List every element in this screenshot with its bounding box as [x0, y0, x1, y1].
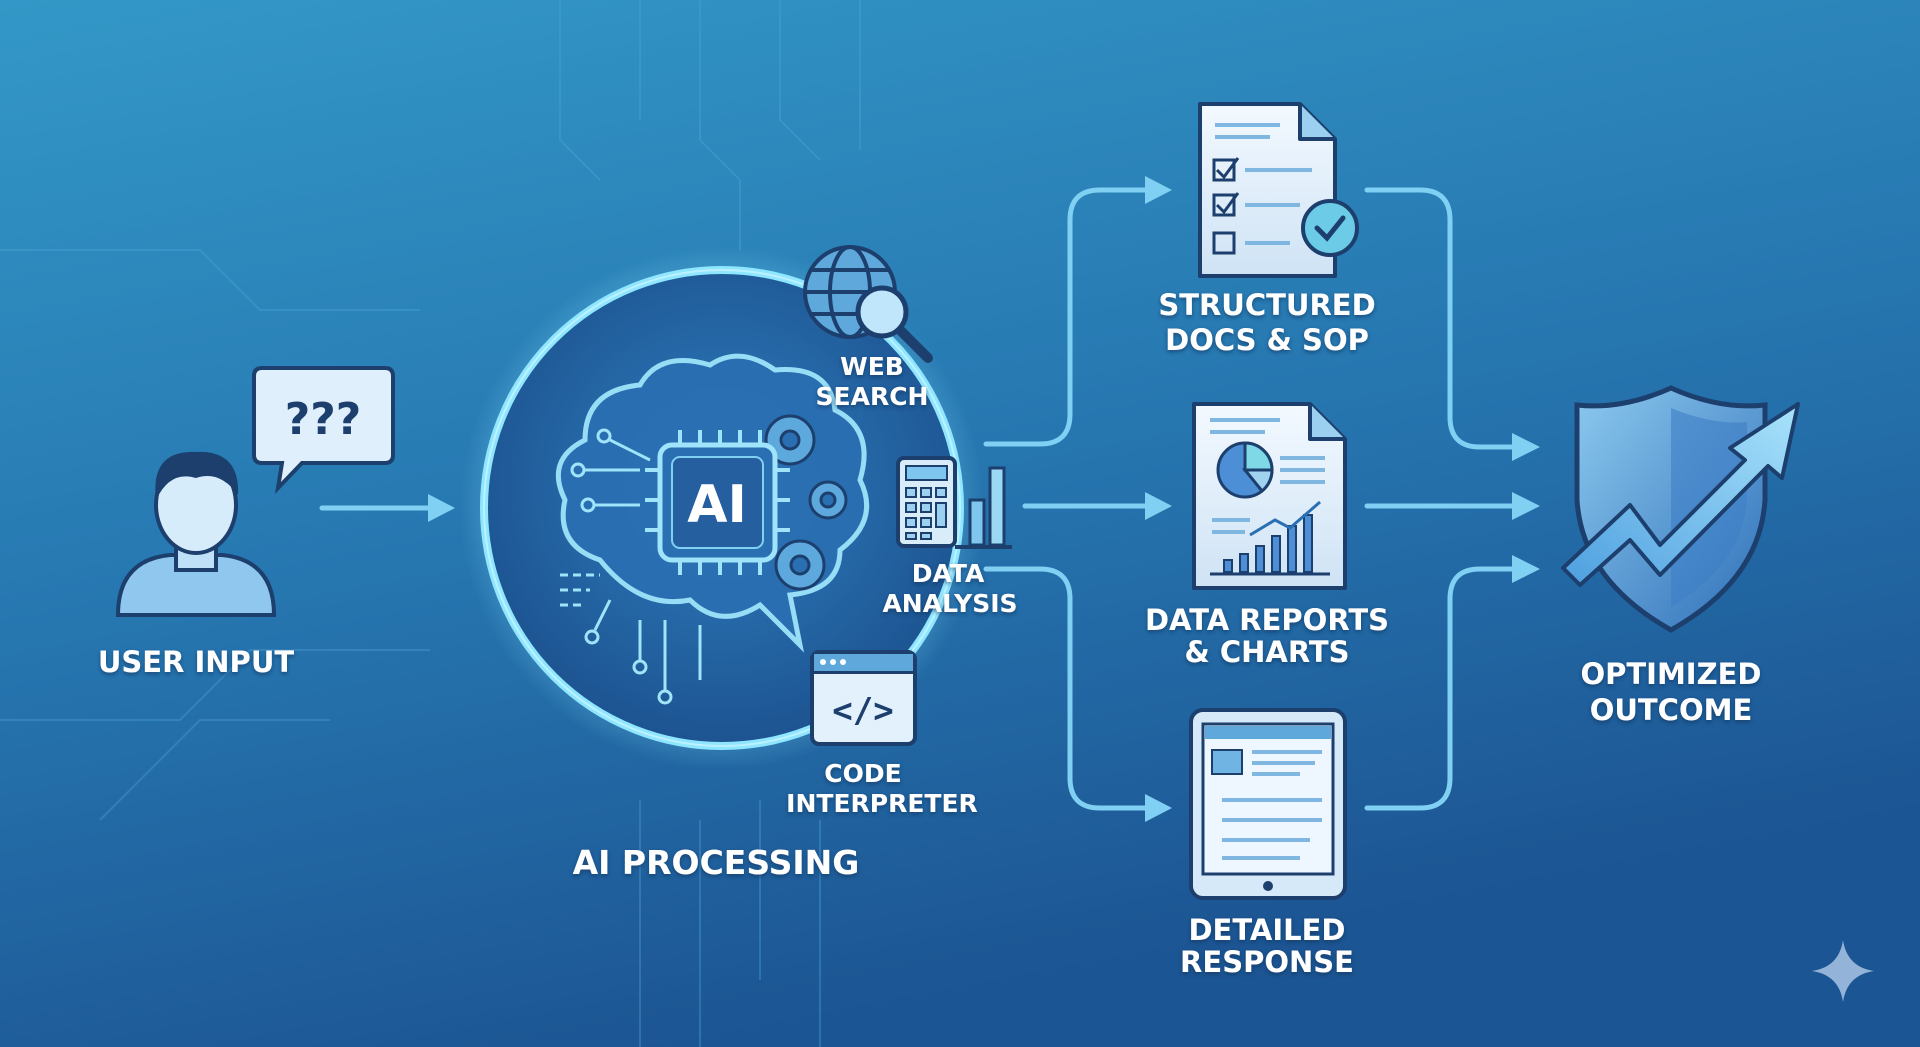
web-search-label-1: WEB	[840, 352, 904, 381]
code-window-text: </>	[832, 691, 893, 731]
speech-bubble-icon: ???	[252, 366, 395, 494]
web-search-tool: WEB SEARCH	[803, 245, 933, 411]
checklist-document-icon	[1198, 102, 1359, 278]
detailed-response-label-2: RESPONSE	[1180, 945, 1354, 979]
data-reports-label-2: & CHARTS	[1184, 635, 1349, 669]
branch-connectors	[983, 176, 1172, 822]
user-avatar-icon	[115, 451, 277, 617]
code-window-icon: </>	[810, 650, 917, 746]
tablet-icon	[1189, 708, 1347, 900]
ai-chip-icon: AI	[645, 430, 790, 575]
data-analysis-tool: DATA ANALYSIS	[882, 456, 1018, 618]
data-reports-label-1: DATA REPORTS	[1145, 603, 1389, 637]
report-chart-icon	[1192, 402, 1347, 590]
calculator-chart-icon	[896, 456, 1012, 549]
user-input-stage: ??? USER INPUT	[98, 366, 395, 679]
optimized-outcome-label-2: OUTCOME	[1590, 693, 1753, 727]
shield-arrow-icon	[1561, 385, 1800, 633]
data-analysis-label-1: DATA	[912, 559, 985, 588]
optimized-outcome-stage: OPTIMIZED OUTCOME	[1561, 385, 1800, 727]
web-search-label-2: SEARCH	[816, 382, 929, 411]
globe-search-icon	[803, 245, 933, 363]
sparkle-icon	[1812, 940, 1874, 1002]
merge-connectors	[1364, 187, 1540, 811]
circuit-traces	[0, 0, 861, 1047]
arrow-input-to-processing	[319, 494, 455, 522]
speech-bubble-text: ???	[285, 394, 362, 445]
structured-docs-label-2: DOCS & SOP	[1165, 323, 1369, 357]
code-interpreter-label-2: INTERPRETER	[786, 789, 978, 818]
structured-docs-label-1: STRUCTURED	[1158, 288, 1375, 322]
code-interpreter-label-1: CODE	[824, 759, 901, 788]
output-data-reports: DATA REPORTS & CHARTS	[1145, 402, 1389, 669]
ai-chip-text: AI	[687, 475, 747, 535]
ai-processing-stage: AI WEB SEARCH	[460, 245, 1018, 882]
code-interpreter-tool: </> CODE INTERPRETER	[786, 650, 978, 818]
detailed-response-label-1: DETAILED	[1188, 913, 1345, 947]
optimized-outcome-label-1: OPTIMIZED	[1580, 657, 1761, 691]
output-structured-docs: STRUCTURED DOCS & SOP	[1158, 102, 1376, 357]
data-analysis-label-2: ANALYSIS	[882, 589, 1017, 618]
output-detailed-response: DETAILED RESPONSE	[1180, 708, 1354, 979]
ai-processing-label: AI PROCESSING	[573, 843, 860, 882]
user-input-label: USER INPUT	[98, 645, 295, 679]
